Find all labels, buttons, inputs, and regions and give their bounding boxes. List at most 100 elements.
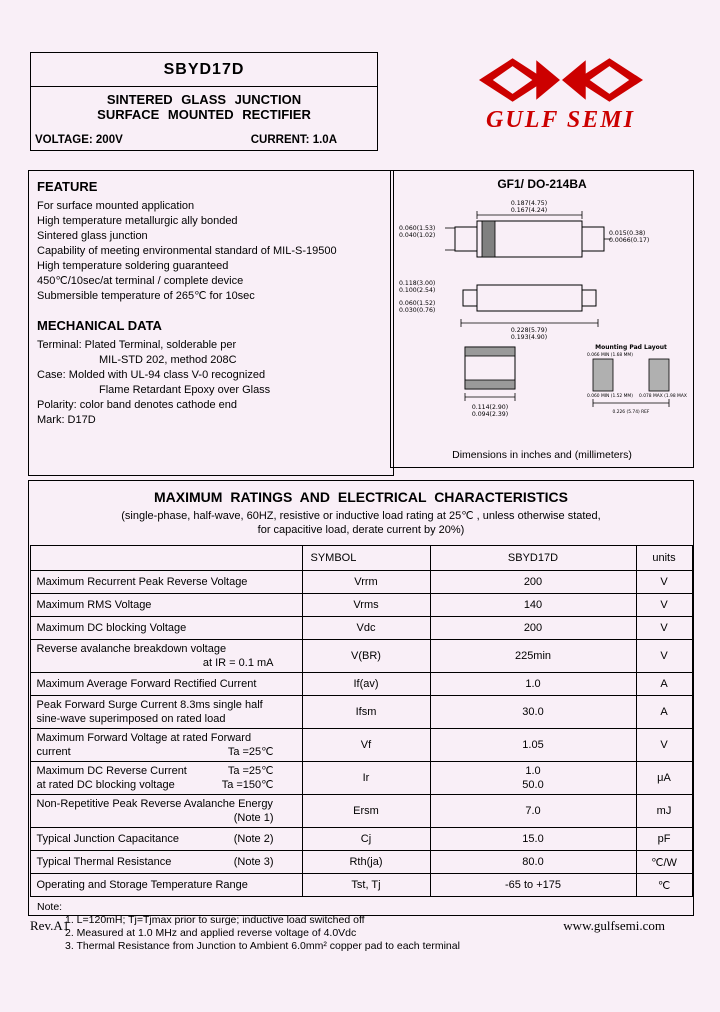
- row-desc: current: [36, 746, 71, 758]
- feature-box: FEATURE For surface mounted application …: [28, 170, 394, 476]
- row-symbol: Ir: [301, 761, 431, 795]
- bottom-view-terminal: [464, 379, 516, 390]
- row-unit: V: [635, 616, 693, 640]
- footer: Rev.A1 www.gulfsemi.com: [30, 918, 665, 934]
- feature-item: Capability of meeting environmental stan…: [37, 245, 337, 257]
- table-row: Maximum Forward Voltage at rated Forward…: [29, 728, 693, 762]
- row-desc: Maximum DC blocking Voltage: [36, 622, 187, 634]
- table-row: Peak Forward Surge Current 8.3ms single …: [29, 695, 693, 729]
- row-desc: Maximum DC Reverse Current: [36, 765, 187, 777]
- row-unit: A: [635, 672, 693, 696]
- row-unit: mJ: [635, 794, 693, 828]
- top-view-right-lead: [581, 226, 605, 252]
- dim-lead-thickness-max: 0.015(0.38): [609, 230, 645, 237]
- ratings-table: SYMBOL SBYD17D units Maximum Recurrent P…: [29, 545, 693, 897]
- pad-dim-1: 0.066 MIN (1.68 MM): [587, 352, 633, 358]
- dim-height-max: 0.118(3.00): [399, 280, 435, 287]
- feature-item: Submersible temperature of 265℃ for 10se…: [37, 290, 255, 302]
- row-symbol: Cj: [301, 827, 431, 851]
- row-value: 200: [429, 570, 637, 594]
- row-desc: Maximum RMS Voltage: [36, 599, 152, 611]
- row-desc: Operating and Storage Temperature Range: [36, 879, 248, 891]
- table-row: Maximum Recurrent Peak Reverse Voltage V…: [29, 570, 693, 594]
- dim-lead-length-min: 0.030(0.76): [399, 307, 435, 314]
- row-desc: Peak Forward Surge Current 8.3ms single …: [36, 699, 263, 711]
- row-unit: pF: [635, 827, 693, 851]
- voltage-current-row: VOLTAGE: 200V CURRENT: 1.0A: [35, 134, 337, 146]
- top-view-body: [476, 220, 583, 258]
- row-value: 7.0: [429, 794, 637, 828]
- dim-body-length-max: 0.187(4.75): [511, 200, 547, 207]
- feature-item: Sintered glass junction: [37, 230, 148, 242]
- row-unit: V: [635, 639, 693, 673]
- row-value: 1.0: [429, 672, 637, 696]
- mechanical-line: Mark: D17D: [37, 414, 96, 426]
- row-unit: V: [635, 570, 693, 594]
- part-number: SBYD17D: [31, 53, 377, 87]
- product-title: SINTERED GLASS JUNCTION SURFACE MOUNTED …: [31, 87, 377, 122]
- mechanical-line: Case: Molded with UL-94 class V-0 recogn…: [37, 369, 266, 381]
- dim-overall-length-min: 0.193(4.90): [511, 334, 547, 341]
- feature-item: High temperature metallurgic ally bonded: [37, 215, 238, 227]
- product-title-line1: SINTERED GLASS JUNCTION: [106, 92, 302, 107]
- row-unit: A: [635, 695, 693, 729]
- mechanical-line: Terminal: Plated Terminal, solderable pe…: [37, 339, 237, 351]
- side-view-right-lead: [582, 289, 597, 307]
- product-title-line2: SURFACE MOUNTED RECTIFIER: [97, 107, 311, 122]
- row-value: 80.0: [429, 850, 637, 874]
- row-value: 15.0: [429, 827, 637, 851]
- row-value: 200: [429, 616, 637, 640]
- row-desc-note: (Note 3): [233, 856, 274, 868]
- website-link[interactable]: www.gulfsemi.com: [563, 918, 665, 933]
- row-symbol: V(BR): [301, 639, 431, 673]
- row-symbol: Ifsm: [301, 695, 431, 729]
- row-value: 30.0: [429, 695, 637, 729]
- dim-body-width-min: 0.094(2.39): [472, 411, 508, 418]
- pad-dim-3: 0.060 MIN (1.52 MM): [587, 393, 633, 399]
- row-unit: V: [635, 593, 693, 617]
- package-caption: Dimensions in inches and (millimeters): [452, 449, 632, 461]
- pad-dim-2: 0.078 MAX (1.98 MAX): [639, 393, 687, 399]
- row-desc: Non-Repetitive Peak Reverse Avalanche En…: [36, 798, 273, 810]
- table-row: Operating and Storage Temperature Range …: [29, 873, 693, 897]
- dim-lead-width-min: 0.040(1.02): [399, 232, 435, 239]
- row-value: 225min: [429, 639, 637, 673]
- row-unit: ℃: [635, 873, 693, 897]
- dim-lead-length-max: 0.060(1.52): [399, 300, 435, 307]
- notes-section: Note: 1. L=120mH; Tj=Tjmax prior to surg…: [29, 901, 693, 953]
- row-desc-note: Ta =25℃: [227, 746, 274, 758]
- table-row: Maximum Average Forward Rectified Curren…: [29, 672, 693, 696]
- mounting-pad-left: [592, 358, 614, 392]
- dim-lead-thickness-min: 0.0066(0.17): [609, 237, 649, 244]
- table-row: Reverse avalanche breakdown voltage at I…: [29, 639, 693, 673]
- row-value: 50.0: [522, 779, 544, 791]
- row-value: -65 to +175: [429, 873, 637, 897]
- row-symbol: If(av): [301, 672, 431, 696]
- row-desc: Maximum Recurrent Peak Reverse Voltage: [36, 576, 248, 588]
- feature-item: For surface mounted application: [37, 200, 195, 212]
- package-box: GF1/ DO-214BA: [390, 170, 694, 468]
- table-row: Non-Repetitive Peak Reverse Avalanche En…: [29, 794, 693, 828]
- row-unit: μA: [635, 761, 693, 795]
- top-view-left-lead: [454, 226, 478, 252]
- row-symbol: Ersm: [301, 794, 431, 828]
- row-value: 1.0: [525, 765, 541, 777]
- header-part: SBYD17D: [429, 545, 637, 571]
- note-item: 2. Measured at 1.0 MHz and applied rever…: [65, 927, 357, 939]
- row-value: 140: [429, 593, 637, 617]
- mechanical-line: Flame Retardant Epoxy over Glass: [99, 384, 271, 396]
- table-row: Maximum DC blocking Voltage Vdc 200 V: [29, 616, 693, 640]
- row-desc-note: Ta =25℃: [227, 765, 274, 777]
- row-symbol: Vf: [301, 728, 431, 762]
- row-desc: Maximum Average Forward Rectified Curren…: [36, 678, 257, 690]
- row-desc: Typical Thermal Resistance: [36, 856, 172, 868]
- row-unit: V: [635, 728, 693, 762]
- row-symbol: Vrrm: [301, 570, 431, 594]
- row-desc-note: (Note 2): [233, 833, 274, 845]
- row-desc: Typical Junction Capacitance: [36, 833, 179, 845]
- dim-overall-length-max: 0.228(5.79): [511, 327, 547, 334]
- note-item: 1. L=120mH; Tj=Tjmax prior to surge; ind…: [65, 914, 365, 926]
- header-box: SBYD17D SINTERED GLASS JUNCTION SURFACE …: [30, 52, 378, 151]
- header-units: units: [635, 545, 693, 571]
